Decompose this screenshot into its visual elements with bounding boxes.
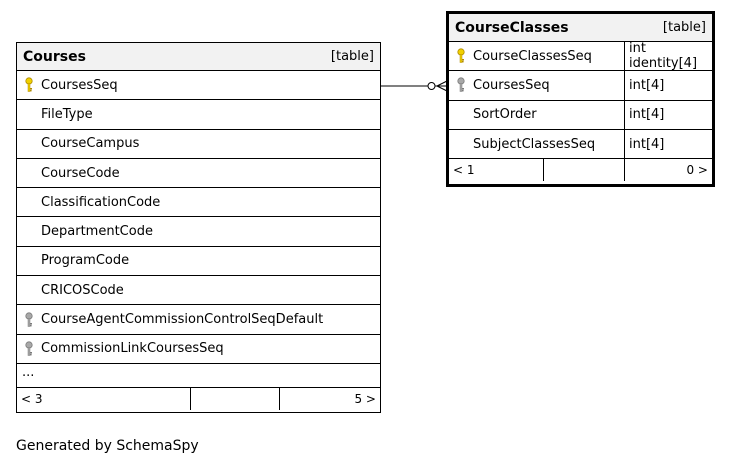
column-name-cell: CourseClassesSeq: [449, 42, 624, 70]
column-row[interactable]: CommissionLinkCoursesSeq: [17, 335, 380, 364]
column-name-cell: CoursesSeq: [449, 71, 624, 99]
crowfoot-lower: [436, 85, 448, 92]
column-name-cell: ProgramCode: [17, 247, 129, 275]
column-name-cell: ClassificationCode: [17, 188, 160, 216]
children-count[interactable]: 5 >: [279, 387, 380, 410]
column-name: SubjectClassesSeq: [473, 136, 596, 152]
table-header: CourseClasses [table]: [449, 14, 712, 42]
column-name-cell: CRICOSCode: [17, 276, 124, 304]
table-footer: < 3 5 >: [17, 387, 380, 410]
table-kind: [table]: [662, 20, 706, 35]
column-row[interactable]: ProgramCode: [17, 247, 380, 277]
courseclasses-table[interactable]: CourseClasses [table] CourseClassesSeq in…: [446, 11, 715, 187]
column-row[interactable]: DepartmentCode: [17, 217, 380, 247]
foreign-key-icon: [17, 341, 41, 357]
column-name-cell: CoursesSeq: [17, 71, 118, 99]
footer-spacer: [190, 387, 279, 410]
column-name: CoursesSeq: [473, 77, 550, 93]
column-name: CourseClassesSeq: [473, 48, 592, 64]
column-name: CourseAgentCommissionControlSeqDefault: [41, 312, 324, 328]
table-name: Courses: [23, 48, 86, 65]
column-row[interactable]: CourseCode: [17, 159, 380, 189]
column-row[interactable]: FileType: [17, 100, 380, 130]
footer-spacer: [543, 159, 624, 182]
foreign-key-icon: [17, 311, 41, 328]
column-name-cell: CommissionLinkCoursesSeq: [17, 335, 224, 363]
column-row[interactable]: ClassificationCode: [17, 188, 380, 218]
column-name: FileType: [41, 106, 93, 122]
parents-count[interactable]: < 3: [21, 391, 43, 406]
column-row[interactable]: CourseClassesSeq int identity[4]: [449, 41, 712, 72]
column-name-cell: SortOrder: [449, 101, 624, 129]
column-name: DepartmentCode: [41, 224, 153, 240]
primary-key-icon: [17, 77, 41, 93]
column-type: int[4]: [624, 71, 712, 100]
parents-count[interactable]: < 1: [453, 163, 475, 178]
primary-key-icon: [449, 48, 473, 64]
column-name-cell: SubjectClassesSeq: [449, 130, 624, 158]
foreign-key-icon: [449, 77, 473, 93]
column-type: int[4]: [624, 129, 712, 159]
column-name-cell: CourseCampus: [17, 130, 139, 158]
crowfoot-upper: [436, 80, 448, 87]
column-name-cell: CourseAgentCommissionControlSeqDefault: [17, 305, 323, 333]
column-row[interactable]: SortOrder int[4]: [449, 100, 712, 130]
column-row[interactable]: CoursesSeq int[4]: [449, 71, 712, 101]
column-row[interactable]: CourseAgentCommissionControlSeqDefault: [17, 305, 380, 335]
table-footer: < 1 0 >: [449, 159, 712, 182]
table-kind: [table]: [330, 49, 374, 64]
optional-circle: [427, 82, 436, 90]
column-row[interactable]: CRICOSCode: [17, 276, 380, 306]
column-name-cell: CourseCode: [17, 159, 120, 187]
column-name: ProgramCode: [41, 253, 130, 269]
column-row[interactable]: SubjectClassesSeq int[4]: [449, 129, 712, 160]
table-name: CourseClasses: [455, 19, 569, 36]
column-name: CourseCode: [41, 165, 120, 181]
more-columns: ...: [17, 364, 380, 388]
column-name: ClassificationCode: [41, 194, 161, 210]
column-name-cell: DepartmentCode: [17, 217, 153, 245]
column-type: int[4]: [624, 100, 712, 129]
column-type: int identity[4]: [624, 41, 712, 71]
column-name-cell: FileType: [17, 100, 93, 128]
column-name: CourseCampus: [41, 136, 140, 152]
column-row[interactable]: CourseCampus: [17, 130, 380, 159]
generator-caption: Generated by SchemaSpy: [16, 438, 199, 454]
column-name: CoursesSeq: [41, 77, 118, 93]
column-name: CommissionLinkCoursesSeq: [41, 341, 224, 357]
children-count[interactable]: 0 >: [624, 159, 712, 182]
column-name: SortOrder: [473, 107, 537, 123]
column-row[interactable]: CoursesSeq: [17, 71, 380, 101]
column-name: CRICOSCode: [41, 282, 124, 298]
table-header: Courses [table]: [17, 43, 380, 71]
